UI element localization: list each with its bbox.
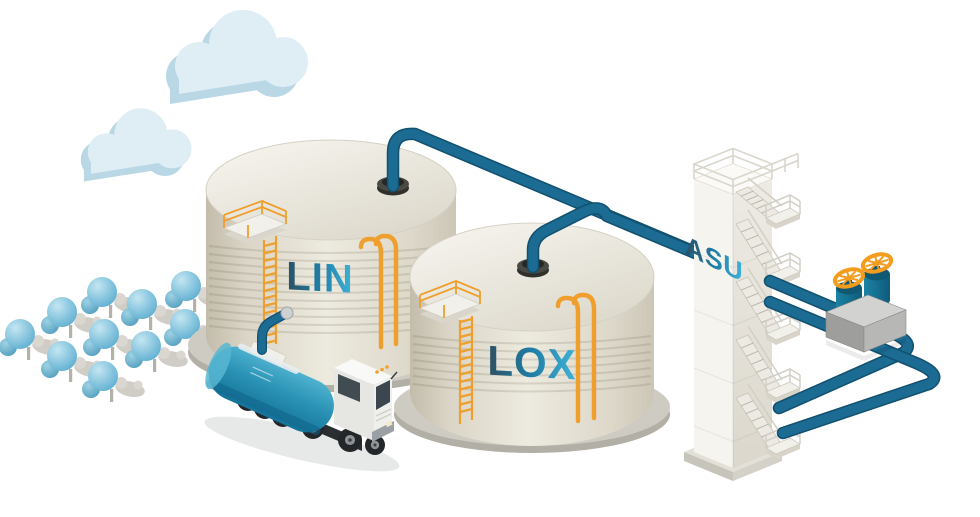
pipe-loop-lower <box>765 297 939 438</box>
truck-shadow <box>204 416 400 472</box>
tank-vent-pipes <box>555 292 597 424</box>
tank-ridges <box>412 335 652 393</box>
cab-roof-lights <box>375 365 389 374</box>
asu-column: ASU <box>684 147 801 481</box>
tank-ladder <box>262 236 278 348</box>
tanker-truck <box>204 306 400 472</box>
cloud-icon <box>166 10 308 104</box>
truck-tank <box>205 341 334 436</box>
column-stairs <box>735 177 801 459</box>
cab-grille <box>375 408 392 422</box>
tank-platform <box>222 200 288 244</box>
column-top-railing <box>691 147 799 195</box>
tank-ladder <box>458 316 474 424</box>
tank-label-lox: LOX <box>487 337 576 389</box>
cloud-icon <box>80 108 192 182</box>
valve-station <box>825 252 907 361</box>
valve-handwheel-icon <box>860 252 894 274</box>
headlight <box>385 420 393 428</box>
truck-loading-arm <box>257 306 294 355</box>
product-pipes <box>386 127 749 279</box>
tank-label-lin: LIN <box>286 254 353 302</box>
truck-cab <box>334 359 398 442</box>
platform-railing <box>223 200 287 238</box>
tank-vent-pipes <box>358 233 399 350</box>
pipe-lox <box>528 203 705 272</box>
cab-side-window <box>338 374 360 402</box>
tank-platform <box>418 280 482 324</box>
truck-walkway <box>238 343 299 374</box>
pipe-lin <box>388 129 747 277</box>
lox-tank: LOX <box>394 222 670 453</box>
side-mirror <box>390 371 398 380</box>
platform-railing <box>419 280 481 318</box>
cab-windshield <box>376 380 390 410</box>
valve-handwheel-icon <box>832 267 866 289</box>
